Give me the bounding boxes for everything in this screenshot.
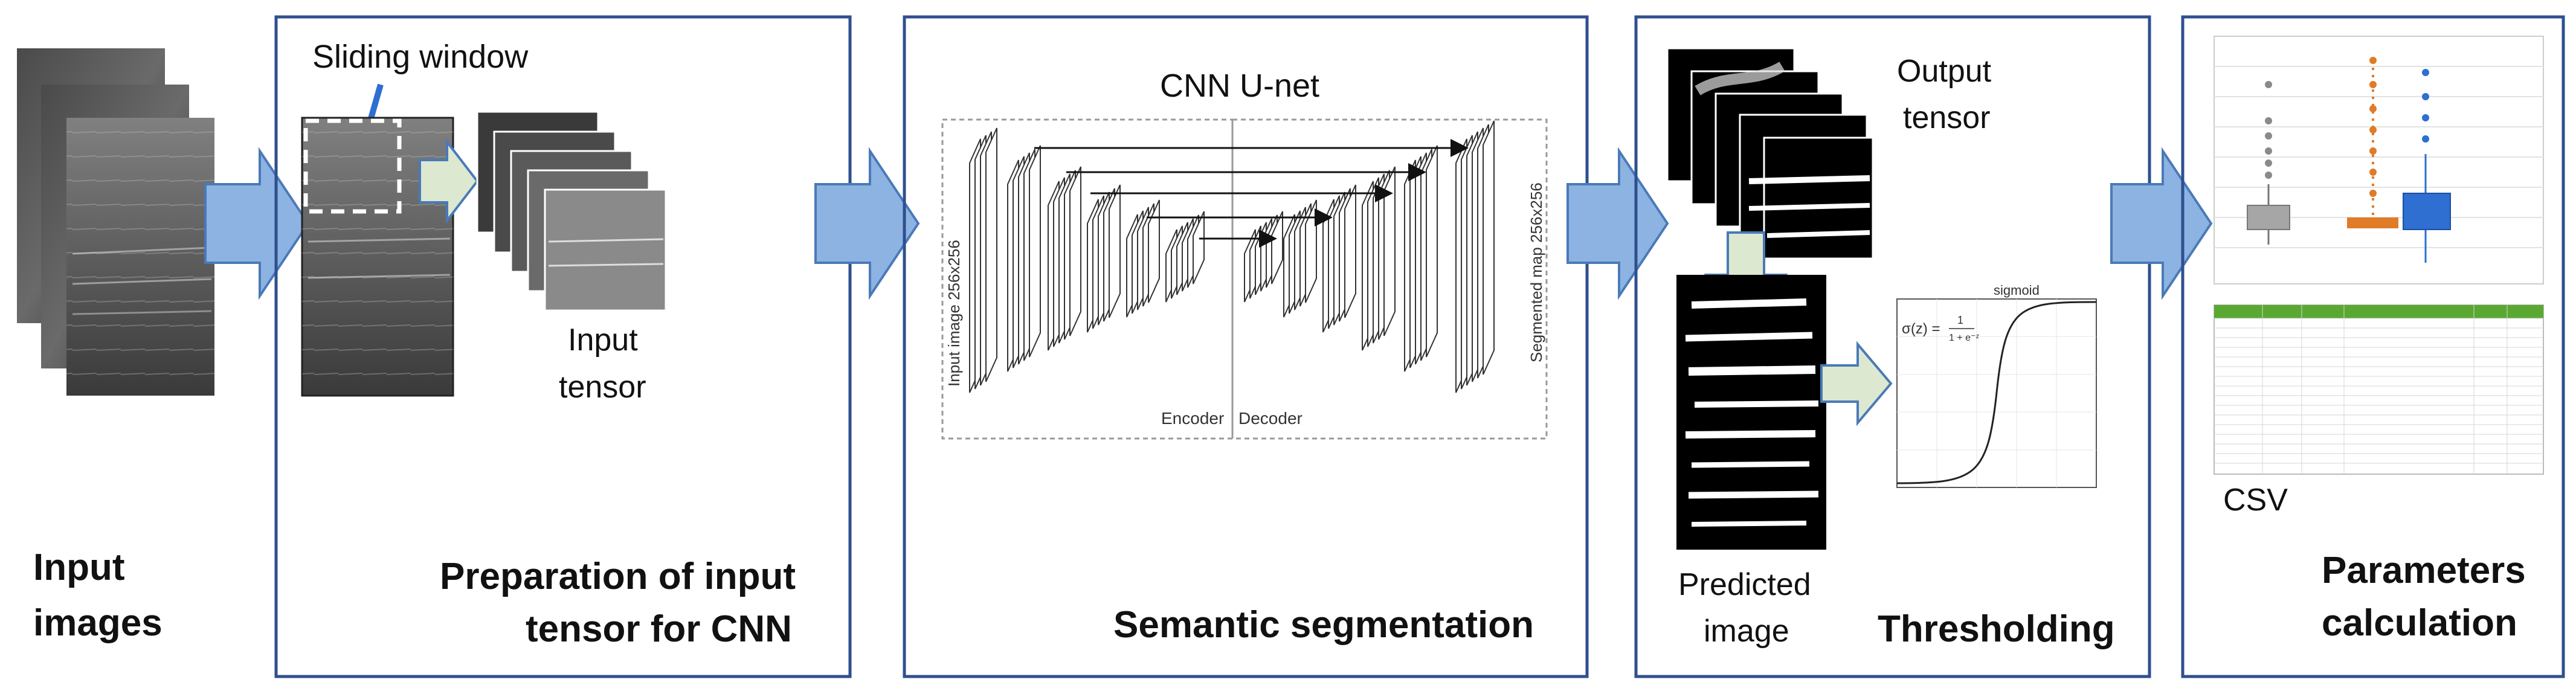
output-tensor-label-line1: Output [1897, 54, 1992, 89]
decoder-label: Decoder [1238, 409, 1302, 428]
flow-arrow-2 [814, 147, 920, 300]
output-tensor-label-line2: tensor [1903, 100, 1991, 135]
encoder-label: Encoder [1161, 409, 1224, 428]
preparation-title-line2: tensor for CNN [526, 608, 792, 650]
window-to-tensor-arrow [419, 138, 479, 224]
unet-layer-slab [1344, 184, 1356, 318]
unet-layer-slab [985, 127, 997, 382]
unet-layer-slab [1069, 166, 1081, 336]
unet-layer-slab [1148, 199, 1160, 303]
sigmoid-formula-lhs: σ(z) = [1902, 321, 1940, 337]
unet-layer-slab [1109, 184, 1121, 318]
unet-layer-slab [1426, 145, 1438, 358]
unet-layer-slab [1305, 199, 1317, 303]
segmentation-panel [903, 15, 1589, 678]
preparation-panel [274, 15, 852, 678]
flow-arrow-1 [204, 147, 310, 300]
thresholding-panel [1634, 15, 2151, 678]
flow-arrow-3 [1567, 147, 1669, 300]
skip-connections [1034, 139, 1469, 248]
unet-layer-slab [1029, 145, 1041, 358]
predicted-image-label-line2: image [1704, 614, 1789, 649]
input-tensor-label-line1: Input [568, 323, 638, 358]
flow-arrow-4 [2110, 147, 2213, 300]
input-tensor-label-line2: tensor [559, 370, 646, 405]
parameters-title-line2: calculation [2322, 602, 2517, 644]
parameters-panel [2181, 15, 2565, 678]
thresholding-title: Thresholding [1878, 608, 2115, 650]
sigmoid-formula-num: 1 [1957, 314, 1963, 326]
sigmoid-formula-den: 1 + e⁻ᶻ [1949, 333, 1979, 343]
cnn-unet-label: CNN U-net [1160, 68, 1319, 104]
segmentation-title: Semantic segmentation [1113, 604, 1534, 646]
input-images-stack [17, 48, 214, 396]
unet-layer-stacks [969, 120, 1495, 393]
predicted-image [1676, 275, 1826, 550]
unet-layer-slab [1483, 120, 1495, 375]
csv-table-thumbnail [2214, 304, 2544, 475]
encoder-region [941, 118, 1234, 440]
unet-layer-slab [1383, 166, 1396, 336]
decoder-region [1231, 118, 1548, 440]
sliding-window-box [303, 118, 402, 214]
input-images-label-line1: Input [33, 547, 125, 588]
parameters-title-line1: Parameters [2322, 550, 2526, 591]
predicted-image-label-line1: Predicted [1678, 567, 1811, 602]
input-image-size-label: Input image 256x256 [945, 240, 963, 387]
csv-label: CSV [2223, 483, 2288, 518]
boxplot-thumbnail [2214, 36, 2544, 284]
sigmoid-plot: sigmoid σ(z) = 1 1 + e⁻ᶻ [1896, 283, 2097, 488]
sigmoid-title: sigmoid [1994, 283, 2040, 298]
input-images-label-line2: images [33, 602, 163, 644]
sliding-window-label: Sliding window [312, 39, 529, 75]
output-tensor-stack [1666, 47, 1874, 260]
preparation-title-line1: Preparation of input [440, 556, 796, 597]
input-tensor-stack [476, 111, 667, 312]
sigmoid-to-predicted-arrow [1820, 341, 1893, 426]
segmented-map-size-label: Segmented map 256x256 [1527, 182, 1545, 362]
unet-layer-slab [1193, 211, 1205, 284]
